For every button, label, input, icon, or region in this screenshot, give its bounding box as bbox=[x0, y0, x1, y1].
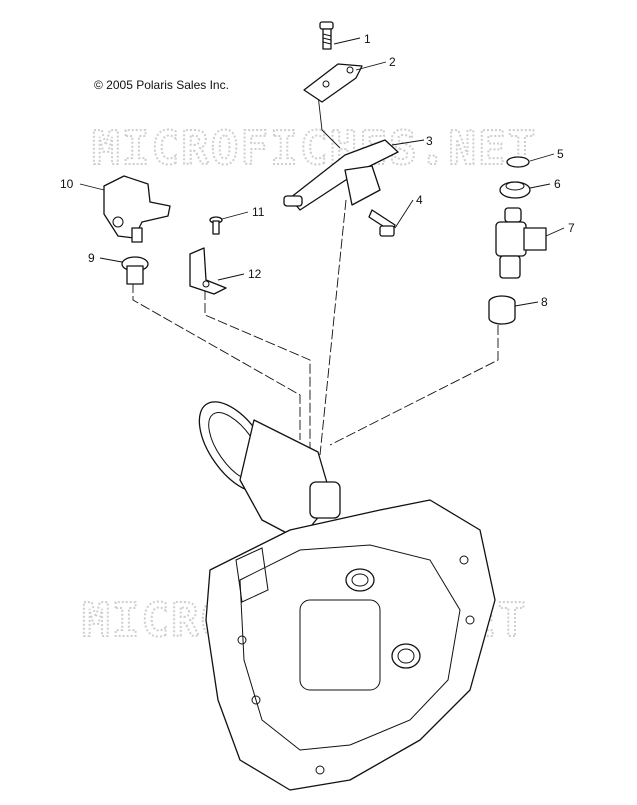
callout-2: 2 bbox=[389, 55, 396, 69]
callout-12: 12 bbox=[248, 267, 262, 281]
part-bolt-4 bbox=[368, 209, 396, 237]
part-clip-12 bbox=[189, 247, 227, 295]
callout-6: 6 bbox=[554, 177, 561, 191]
part-screw-11 bbox=[209, 216, 223, 235]
part-bracket-2 bbox=[303, 63, 363, 103]
part-seal-6 bbox=[499, 181, 531, 199]
callout-10: 10 bbox=[60, 177, 74, 191]
part-bolt-1 bbox=[319, 21, 334, 50]
part-plug-9 bbox=[121, 256, 149, 285]
copyright-notice: © 2005 Polaris Sales Inc. bbox=[94, 78, 229, 92]
callout-3: 3 bbox=[426, 134, 433, 148]
assembly-lines bbox=[132, 94, 499, 456]
part-sleeve-8 bbox=[488, 295, 516, 325]
callout-5: 5 bbox=[557, 147, 564, 161]
watermark-top: MICROFICHES.NET bbox=[92, 121, 537, 175]
callout-9: 9 bbox=[88, 251, 95, 265]
part-sensor-10 bbox=[103, 175, 171, 243]
callout-4: 4 bbox=[416, 193, 423, 207]
callout-11: 11 bbox=[252, 205, 265, 219]
part-o-ring-5 bbox=[506, 156, 530, 168]
callout-8: 8 bbox=[541, 295, 548, 309]
callout-7: 7 bbox=[568, 221, 575, 235]
callout-1: 1 bbox=[364, 32, 371, 46]
part-fuel-rail-3 bbox=[283, 139, 399, 211]
cylinder-head-assembly bbox=[198, 401, 496, 791]
part-injector-7 bbox=[495, 207, 547, 279]
callout-leaders bbox=[79, 37, 565, 307]
